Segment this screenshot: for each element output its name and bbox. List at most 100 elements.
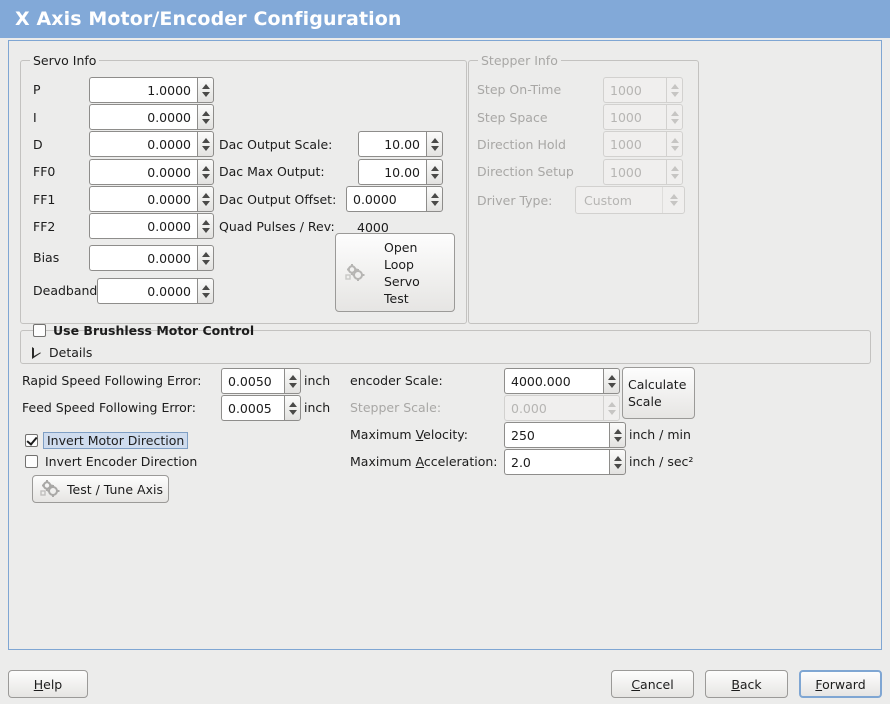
step-on-time-value[interactable]: 1000 xyxy=(603,77,666,103)
rapid-speed-following-error-value[interactable]: 0.0050 xyxy=(221,368,284,394)
step-on-time-spin[interactable]: 1000 xyxy=(603,77,683,103)
stepper-scale-arrows[interactable] xyxy=(603,395,620,421)
invert-motor-direction-checkbox[interactable]: Invert Motor Direction xyxy=(25,432,189,449)
chevron-right-icon[interactable] xyxy=(32,346,41,359)
quad-pulses-value: 4000 xyxy=(357,220,389,235)
servo-spin-deadband-value[interactable]: 0.0000 xyxy=(97,278,197,304)
feed-speed-following-error-label: Feed Speed Following Error: xyxy=(22,400,196,415)
back-button[interactable]: Back xyxy=(705,670,788,698)
dac-output-scale-value[interactable]: 10.00 xyxy=(358,131,426,157)
forward-button[interactable]: Forward xyxy=(799,670,882,698)
direction-setup-arrows[interactable] xyxy=(666,159,683,185)
checkbox-box[interactable] xyxy=(25,455,38,468)
cancel-button[interactable]: Cancel xyxy=(611,670,694,698)
test-tune-axis-button[interactable]: Test / Tune Axis xyxy=(32,475,169,503)
maximum-velocity-value[interactable]: 250 xyxy=(504,422,609,448)
chevron-updown-icon[interactable] xyxy=(662,187,684,213)
gears-icon xyxy=(39,479,61,499)
servo-spin-ff0-arrows[interactable] xyxy=(197,159,214,185)
test-tune-axis-label: Test / Tune Axis xyxy=(67,481,163,497)
window-title-bar: X Axis Motor/Encoder Configuration xyxy=(0,0,890,38)
details-label: Details xyxy=(49,345,93,360)
help-button[interactable]: Help xyxy=(8,670,88,698)
maximum-velocity-arrows[interactable] xyxy=(609,422,626,448)
servo-spin-ff1-arrows[interactable] xyxy=(197,186,214,212)
dac-output-scale-spin[interactable]: 10.00 xyxy=(358,131,443,157)
servo-spin-i-value[interactable]: 0.0000 xyxy=(89,104,197,130)
direction-setup-spin[interactable]: 1000 xyxy=(603,159,683,185)
checkbox-box[interactable] xyxy=(33,324,46,337)
maximum-acceleration-arrows[interactable] xyxy=(609,449,626,475)
stepper-scale-spin[interactable]: 0.000 xyxy=(504,395,620,421)
step-on-time-arrows[interactable] xyxy=(666,77,683,103)
feed-speed-following-error-arrows[interactable] xyxy=(284,395,301,421)
servo-spin-p-arrows[interactable] xyxy=(197,77,214,103)
servo-spin-d[interactable]: 0.0000 xyxy=(89,131,214,157)
step-space-value[interactable]: 1000 xyxy=(603,104,666,130)
invert-encoder-direction-checkbox[interactable]: Invert Encoder Direction xyxy=(25,454,197,469)
servo-spin-bias-arrows[interactable] xyxy=(197,245,214,271)
servo-spin-ff1-value[interactable]: 0.0000 xyxy=(89,186,197,212)
servo-info-frame: Servo Info xyxy=(20,53,467,324)
direction-setup-value[interactable]: 1000 xyxy=(603,159,666,185)
dac-output-offset-arrows[interactable] xyxy=(426,186,443,212)
window-title: X Axis Motor/Encoder Configuration xyxy=(15,8,402,30)
servo-spin-bias-value[interactable]: 0.0000 xyxy=(89,245,197,271)
rapid-speed-following-error-spin[interactable]: 0.0050 xyxy=(221,368,301,394)
dac-output-scale-label: Dac Output Scale: xyxy=(219,137,333,152)
maximum-velocity-spin[interactable]: 250 xyxy=(504,422,626,448)
feed-speed-following-error-spin[interactable]: 0.0005 xyxy=(221,395,301,421)
servo-spin-bias[interactable]: 0.0000 xyxy=(89,245,214,271)
step-space-label: Step Space xyxy=(477,110,548,125)
direction-hold-label: Direction Hold xyxy=(477,137,566,152)
driver-type-value: Custom xyxy=(584,192,632,208)
step-space-spin[interactable]: 1000 xyxy=(603,104,683,130)
driver-type-combo[interactable]: Custom xyxy=(575,186,685,214)
encoder-scale-arrows[interactable] xyxy=(603,368,620,394)
direction-hold-value[interactable]: 1000 xyxy=(603,131,666,157)
use-brushless-motor-control-checkbox[interactable]: Use Brushless Motor Control xyxy=(33,323,254,338)
stepper-scale-value[interactable]: 0.000 xyxy=(504,395,603,421)
encoder-scale-spin[interactable]: 4000.000 xyxy=(504,368,620,394)
brushless-frame xyxy=(20,330,871,364)
maximum-acceleration-label: Maximum Acceleration: xyxy=(350,454,498,469)
servo-spin-deadband[interactable]: 0.0000 xyxy=(97,278,214,304)
servo-spin-p[interactable]: 1.0000 xyxy=(89,77,214,103)
servo-spin-ff2-value[interactable]: 0.0000 xyxy=(89,213,197,239)
dac-max-output-spin[interactable]: 10.00 xyxy=(358,159,443,185)
servo-spin-ff1[interactable]: 0.0000 xyxy=(89,186,214,212)
servo-spin-d-value[interactable]: 0.0000 xyxy=(89,131,197,157)
servo-info-legend: Servo Info xyxy=(30,53,100,68)
servo-spin-i[interactable]: 0.0000 xyxy=(89,104,214,130)
maximum-acceleration-value[interactable]: 2.0 xyxy=(504,449,609,475)
servo-spin-i-arrows[interactable] xyxy=(197,104,214,130)
dac-output-offset-spin[interactable]: 0.0000 xyxy=(346,186,443,212)
servo-spin-deadband-arrows[interactable] xyxy=(197,278,214,304)
servo-spin-ff2[interactable]: 0.0000 xyxy=(89,213,214,239)
servo-spin-ff0-value[interactable]: 0.0000 xyxy=(89,159,197,185)
maximum-acceleration-spin[interactable]: 2.0 xyxy=(504,449,626,475)
direction-hold-arrows[interactable] xyxy=(666,131,683,157)
servo-spin-d-arrows[interactable] xyxy=(197,131,214,157)
details-expander[interactable]: Details xyxy=(32,345,92,360)
calculate-scale-button[interactable]: Calculate Scale xyxy=(622,367,695,419)
dac-output-offset-value[interactable]: 0.0000 xyxy=(346,186,426,212)
servo-spin-ff2-arrows[interactable] xyxy=(197,213,214,239)
checkbox-box[interactable] xyxy=(25,434,38,447)
dac-output-scale-arrows[interactable] xyxy=(426,131,443,157)
servo-label-ff0: FF0 xyxy=(33,164,56,179)
open-loop-line-2: Loop xyxy=(384,256,414,272)
encoder-scale-value[interactable]: 4000.000 xyxy=(504,368,603,394)
servo-spin-ff0[interactable]: 0.0000 xyxy=(89,159,214,185)
open-loop-servo-test-button[interactable]: Open Loop Servo Test xyxy=(335,233,455,312)
feed-speed-following-error-value[interactable]: 0.0005 xyxy=(221,395,284,421)
servo-spin-p-value[interactable]: 1.0000 xyxy=(89,77,197,103)
rapid-speed-following-error-arrows[interactable] xyxy=(284,368,301,394)
rapid-speed-following-error-label: Rapid Speed Following Error: xyxy=(22,373,202,388)
step-space-arrows[interactable] xyxy=(666,104,683,130)
maximum-velocity-label: Maximum Velocity: xyxy=(350,427,468,442)
invert-motor-direction-label: Invert Motor Direction xyxy=(43,432,189,449)
direction-hold-spin[interactable]: 1000 xyxy=(603,131,683,157)
dac-max-output-arrows[interactable] xyxy=(426,159,443,185)
dac-max-output-value[interactable]: 10.00 xyxy=(358,159,426,185)
